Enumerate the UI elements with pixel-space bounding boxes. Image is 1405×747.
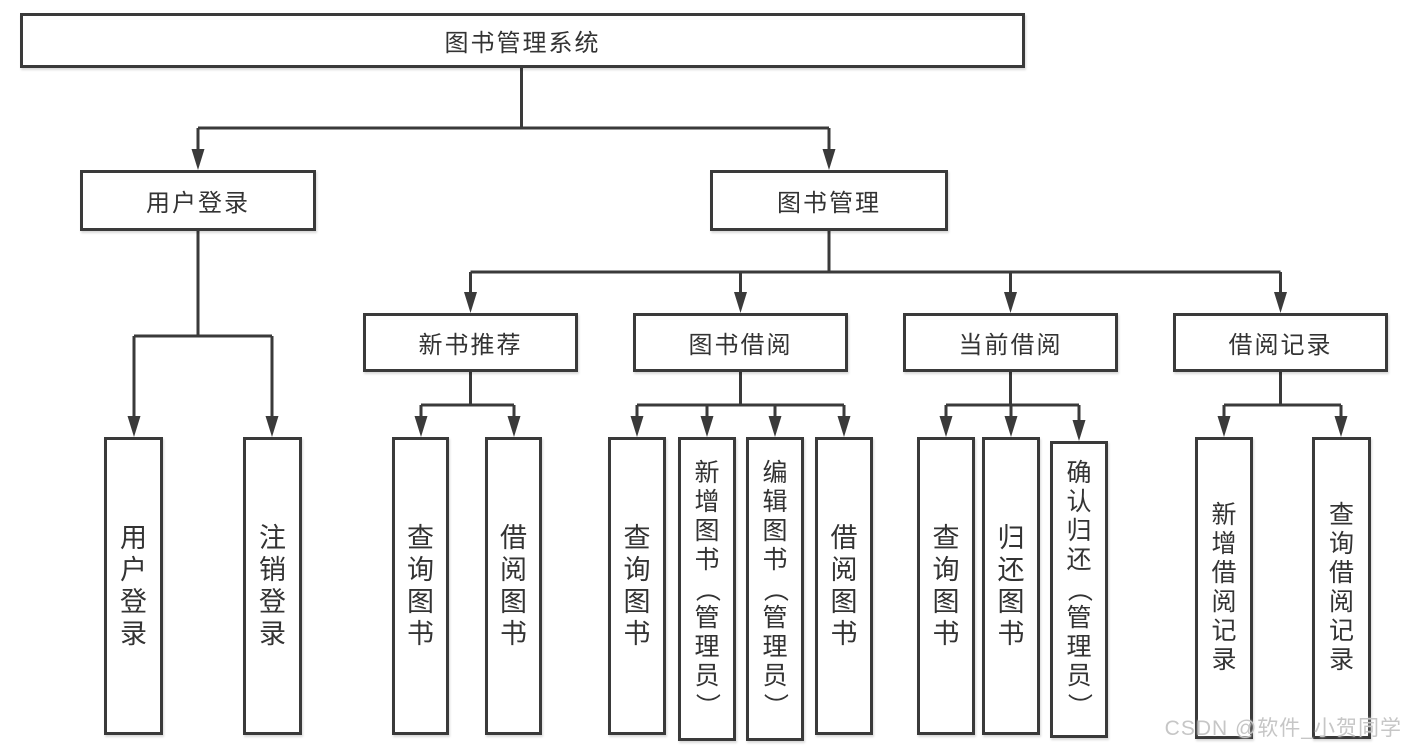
arrowheads <box>127 149 1348 441</box>
leaf-query-books-1: 查询图书 <box>392 437 449 735</box>
leaf-add-borrow-record: 新增借阅记录 <box>1195 437 1253 739</box>
node-book-borrow: 图书借阅 <box>633 313 848 372</box>
leaf-borrow-books-2: 借阅图书 <box>815 437 873 735</box>
leaf-return-books: 归还图书 <box>982 437 1040 735</box>
node-user-login: 用户登录 <box>80 170 316 231</box>
leaf-logout: 注销登录 <box>243 437 302 735</box>
node-book-management: 图书管理 <box>710 170 948 231</box>
leaf-edit-books-admin: 编辑图书（管理员） <box>746 437 804 741</box>
leaf-borrow-books-1: 借阅图书 <box>485 437 542 735</box>
node-new-book-recommend-label: 新书推荐 <box>418 332 523 359</box>
node-book-management-label: 图书管理 <box>777 190 881 217</box>
connector-path <box>132 68 1343 422</box>
csdn-watermark: CSDN @软件_小贺同学 <box>1164 717 1402 740</box>
leaf-add-books-admin: 新增图书（管理员） <box>678 437 736 741</box>
node-borrow-records-label: 借阅记录 <box>1228 332 1333 359</box>
node-borrow-records: 借阅记录 <box>1173 313 1388 372</box>
node-new-book-recommend: 新书推荐 <box>363 313 578 372</box>
node-root-label: 图书管理系统 <box>444 30 601 57</box>
leaf-confirm-return-admin: 确认归还（管理员） <box>1050 441 1108 738</box>
node-root: 图书管理系统 <box>20 13 1025 68</box>
leaf-query-books-2: 查询图书 <box>608 437 666 735</box>
node-user-login-label: 用户登录 <box>146 190 250 217</box>
leaf-user-login: 用户登录 <box>104 437 163 735</box>
node-current-borrow-label: 当前借阅 <box>958 332 1063 359</box>
leaf-query-borrow-record: 查询借阅记录 <box>1312 437 1371 739</box>
node-book-borrow-label: 图书借阅 <box>688 332 793 359</box>
leaf-query-books-3: 查询图书 <box>917 437 975 735</box>
node-current-borrow: 当前借阅 <box>903 313 1118 372</box>
